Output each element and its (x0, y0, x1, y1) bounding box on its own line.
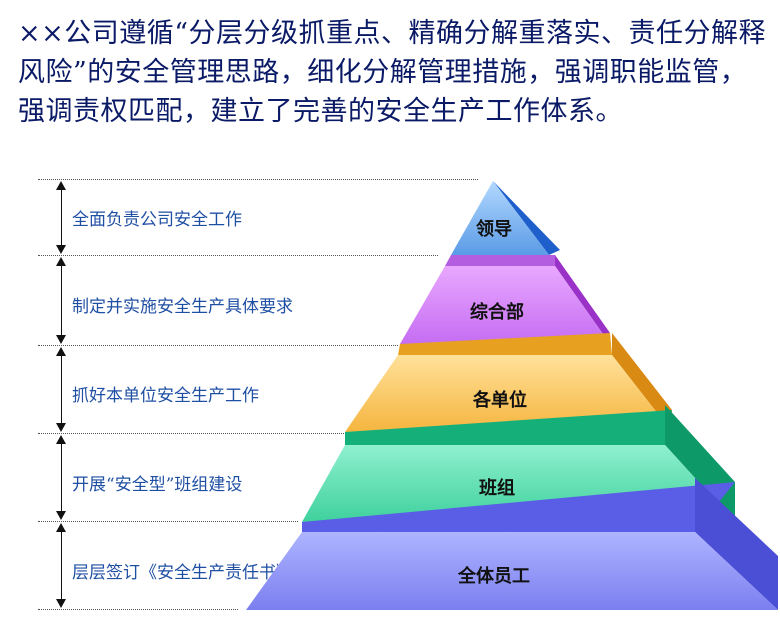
tier-general-dept-label: 综合部 (470, 301, 524, 323)
tier-general-dept-front-face (400, 266, 610, 344)
role-text-teams: 开展“安全型”班组建设 (72, 475, 243, 495)
divider-rule (38, 179, 478, 180)
tier-teams-label: 班组 (479, 477, 515, 499)
tier-units-side-face (612, 333, 672, 432)
arrow-up-icon (56, 347, 66, 356)
tier-all-staff-top-face (302, 482, 735, 532)
divider-rule (38, 345, 398, 346)
arrow-up-icon (56, 181, 66, 190)
span-line (61, 442, 62, 512)
divider-rule (38, 609, 238, 610)
arrow-down-icon (56, 599, 66, 608)
tier-general-dept-side-face (555, 255, 610, 344)
heading-text: ××公司遵循“分层分级抓重点、精确分解重落实、责任分解释风险”的安全管理思路，细… (18, 18, 767, 127)
tier-general-dept: 综合部 (400, 255, 610, 344)
tier-general-dept-top-face (445, 255, 555, 266)
span-line (61, 354, 62, 424)
arrow-up-icon (56, 523, 66, 532)
tier-leadership-side-face (493, 181, 560, 255)
divider-rule (38, 255, 438, 256)
tier-leadership-front-face (451, 181, 549, 255)
tier-units-front-face (345, 355, 672, 432)
arrow-up-icon (56, 435, 66, 444)
tier-all-staff-label: 全体员工 (457, 565, 530, 587)
arrow-down-icon (56, 423, 66, 432)
role-text-units: 抓好本单位安全生产工作 (72, 386, 259, 406)
divider-rule (38, 433, 348, 434)
divider-rule (38, 521, 298, 522)
tier-leadership: 领导 (451, 181, 560, 255)
span-line (61, 188, 62, 246)
tier-units-label: 各单位 (472, 389, 527, 411)
span-line (61, 264, 62, 336)
tier-units: 各单位 (345, 333, 672, 432)
tier-all-staff-side-face (695, 478, 778, 610)
arrow-down-icon (56, 245, 66, 254)
tier-all-staff: 全体员工 (246, 478, 778, 610)
role-text-leadership: 全面负责公司安全工作 (72, 210, 242, 230)
role-text-all-staff: 层层签订《安全生产责任书》 (72, 563, 293, 583)
tier-leadership-label: 领导 (476, 218, 512, 240)
tier-units-top-face (398, 333, 612, 355)
tier-teams-top-face (345, 410, 672, 445)
tier-all-staff-front-face (246, 532, 778, 610)
arrow-up-icon (56, 257, 66, 266)
role-text-general-dept: 制定并实施安全生产具体要求 (72, 297, 293, 317)
span-line (61, 530, 62, 600)
arrow-down-icon (56, 335, 66, 344)
arrow-down-icon (56, 511, 66, 520)
